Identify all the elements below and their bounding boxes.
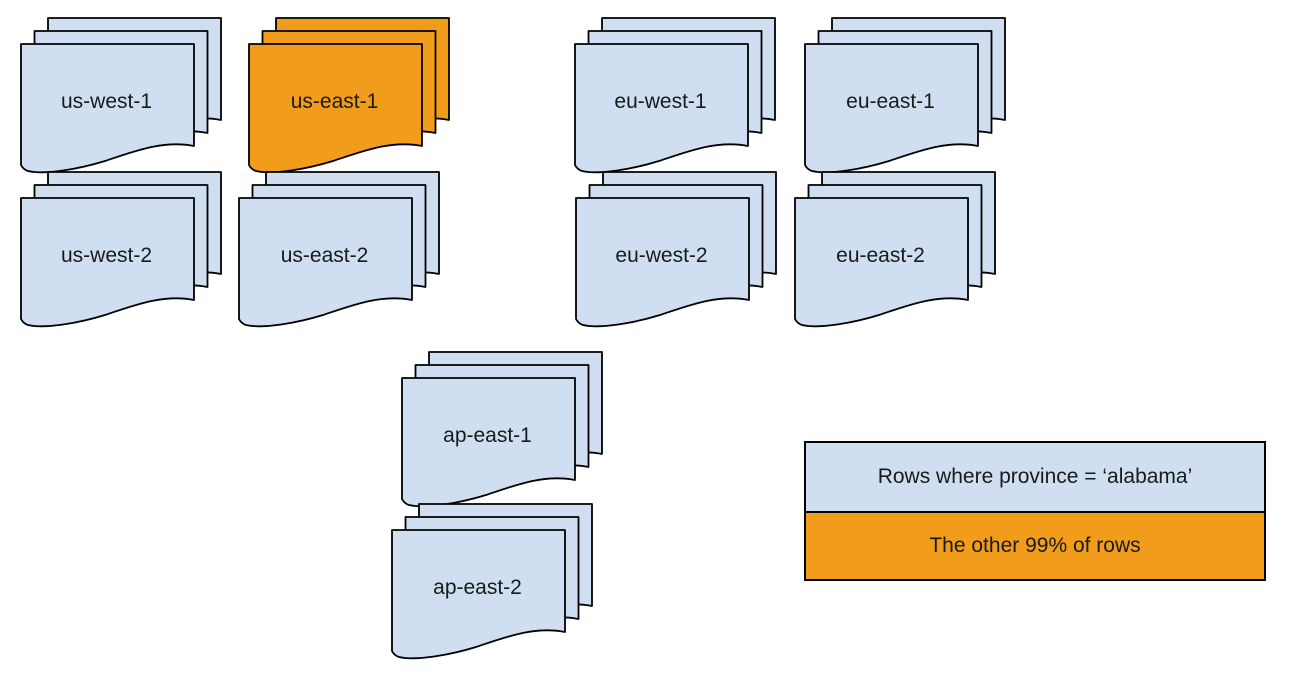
region-doc-stack-us-east-1: us-east-1	[248, 17, 451, 176]
legend-row: The other 99% of rows	[806, 511, 1264, 579]
stacked-documents-icon	[248, 17, 450, 174]
legend: Rows where province = ‘alabama’ The othe…	[804, 441, 1266, 581]
region-doc-stack-ap-east-1: ap-east-1	[401, 351, 604, 510]
region-doc-stack-us-west-1: us-west-1	[20, 17, 223, 176]
stacked-documents-icon	[238, 171, 440, 328]
stacked-documents-icon	[804, 17, 1006, 174]
stacked-documents-icon	[574, 17, 776, 174]
document-shape-front	[804, 43, 979, 174]
region-doc-stack-eu-west-2: eu-west-2	[575, 171, 778, 330]
stacked-documents-icon	[20, 171, 222, 328]
region-doc-stack-eu-east-2: eu-east-2	[794, 171, 997, 330]
document-shape-front	[575, 197, 750, 328]
document-shape-front	[20, 43, 195, 174]
document-shape-front	[401, 377, 576, 508]
legend-label: Rows where province = ‘alabama’	[877, 465, 1193, 488]
region-doc-stack-us-east-2: us-east-2	[238, 171, 441, 330]
legend-label: The other 99% of rows	[929, 534, 1141, 557]
stacked-documents-icon	[391, 503, 593, 660]
document-shape-front	[794, 197, 969, 328]
stacked-documents-icon	[794, 171, 996, 328]
stacked-documents-icon	[575, 171, 777, 328]
document-shape-front	[20, 197, 195, 328]
document-shape-front	[248, 43, 423, 174]
document-shape-front	[574, 43, 749, 174]
document-shape-front	[391, 529, 566, 660]
region-doc-stack-us-west-2: us-west-2	[20, 171, 223, 330]
stacked-documents-icon	[20, 17, 222, 174]
legend-row: Rows where province = ‘alabama’	[806, 443, 1264, 511]
region-doc-stack-eu-west-1: eu-west-1	[574, 17, 777, 176]
region-doc-stack-ap-east-2: ap-east-2	[391, 503, 594, 662]
document-shape-front	[238, 197, 413, 328]
stacked-documents-icon	[401, 351, 603, 508]
region-doc-stack-eu-east-1: eu-east-1	[804, 17, 1007, 176]
